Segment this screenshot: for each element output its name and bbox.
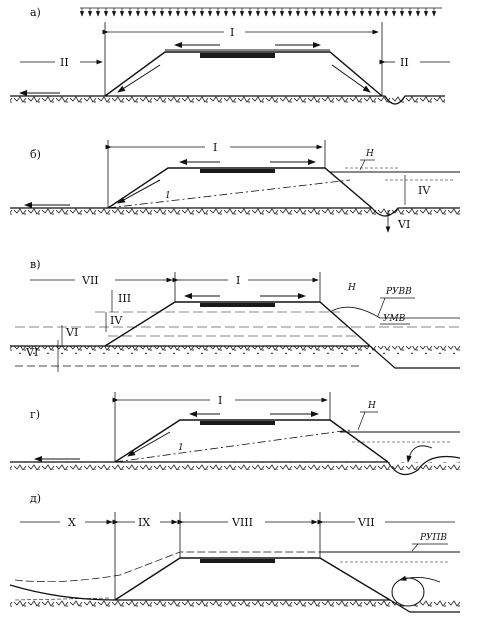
mark-RUVV: РУВВ [385,287,412,297]
zone-IV-v: IV [110,314,123,327]
road-pavement-g [200,421,275,425]
mark-RUPV: РУПВ [419,533,447,543]
mark-1-b: 1 [165,191,171,201]
panel-v-label: в) [30,258,40,271]
ground-d [10,600,460,608]
panel-g: г) 1 I Н [10,392,461,476]
mark-1-g: 1 [178,443,184,453]
zone-I-v: I [236,274,240,287]
zone-I-b: I [213,141,217,154]
panel-b: б) 1 I Н IV VI [10,140,460,233]
panel-a-label: а) [30,6,41,19]
panel-b-label: б) [30,148,41,161]
zone-II-right: II [400,56,409,69]
ground-g [10,462,460,470]
road-pavement-a [200,53,275,58]
zone-IV-b: IV [418,184,431,197]
mark-H-b: Н [365,149,374,159]
zone-I-g: I [218,394,222,407]
ground-v [10,346,460,354]
panel-v: в) I VII III IV VI VI Н РУВВ УМВ [10,258,460,372]
road-pavement-v [200,303,275,307]
zone-VII-v: VII [81,274,99,287]
zone-VI-lower: VI [25,346,38,359]
embankment-v [104,301,371,347]
zone-II-left: II [60,56,69,69]
zone-X: X [68,516,76,529]
panel-d: д) X IX VIII VII РУПВ [9,492,460,613]
panel-g-label: г) [30,408,40,421]
panel-d-label: д) [30,492,41,505]
zone-I-a: I [230,26,234,39]
zone-IX: IX [138,516,150,529]
ground-a [10,96,445,104]
pipe-culvert [391,577,425,607]
zone-VI-upper: VI [65,326,78,339]
zone-III-v: III [118,292,131,305]
road-pavement-b [200,169,275,173]
mark-H-g: Н [367,401,376,411]
zone-VI-b: VI [397,218,410,231]
zone-VII-d: VII [357,516,375,529]
panel-a: а) I II II [10,6,450,105]
mark-H-v: Н [347,283,356,293]
road-pavement-d [200,559,275,563]
ground-b [10,208,460,216]
embankment-b [107,167,373,209]
embankment-a [104,51,383,97]
embankment-d [114,557,391,601]
zone-VIII: VIII [231,516,253,529]
embankment-g [114,419,389,463]
mark-UMV: УМВ [383,314,406,324]
